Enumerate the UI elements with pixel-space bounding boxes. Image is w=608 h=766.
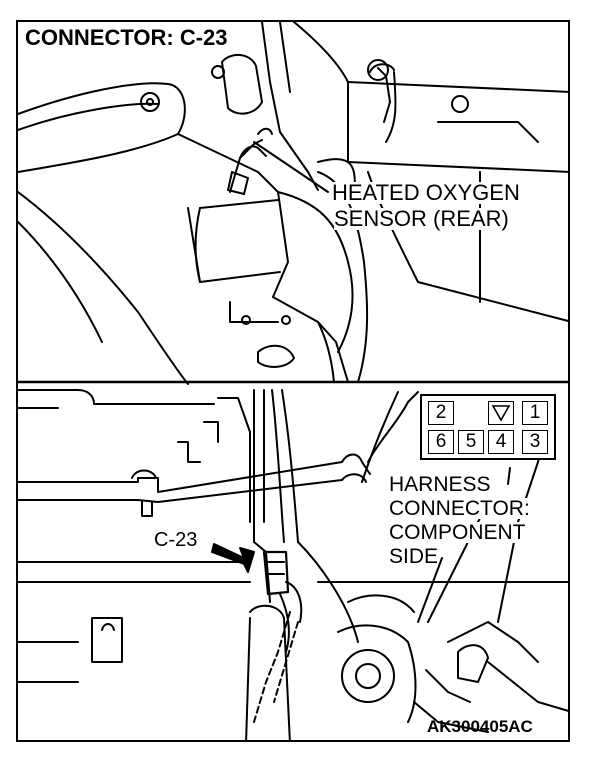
underbody-illustration — [18, 22, 568, 740]
connector-id-label: C-23 — [154, 529, 198, 551]
diagram-frame: CONNECTOR: C-23 HEATED OXYGEN SENSOR (RE… — [16, 20, 570, 742]
pin-blank — [458, 401, 484, 425]
pin-5: 5 — [458, 430, 484, 454]
pin-6: 6 — [428, 430, 454, 454]
top-view-drawing — [18, 22, 568, 385]
pin-4: 4 — [488, 430, 514, 454]
sensor-callout-line-1: HEATED OXYGEN — [332, 180, 520, 205]
figure-code: AK300405AC — [427, 717, 533, 736]
pin-1: 1 — [522, 401, 548, 425]
sensor-callout-line-2: SENSOR (REAR) — [334, 206, 509, 231]
pin-2: 2 — [428, 401, 454, 425]
pin-3: 3 — [522, 430, 548, 454]
harness-callout-line-2: CONNECTOR: — [389, 497, 530, 520]
triangle-key-icon — [488, 401, 514, 425]
harness-callout-line-3: COMPONENT — [389, 521, 526, 544]
harness-callout-line-1: HARNESS — [389, 473, 491, 496]
connector-pin-diagram: 2 1 6 5 4 3 — [420, 394, 556, 460]
connector-title: CONNECTOR: C-23 — [22, 26, 231, 50]
harness-callout-line-4: SIDE — [389, 545, 439, 568]
bottom-view-drawing — [18, 389, 568, 740]
